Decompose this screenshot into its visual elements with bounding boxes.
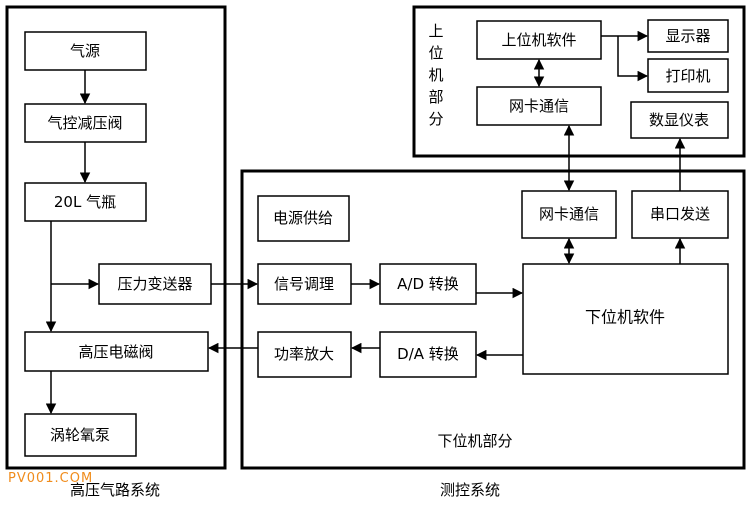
lower-nic-label: 网卡通信 [539, 205, 599, 223]
lower-nic-box [521, 190, 617, 239]
svg-text:位: 位 [428, 44, 443, 62]
power-supply-box [257, 195, 350, 242]
printer-box [647, 58, 729, 93]
turbo-pump-box [24, 413, 137, 457]
upper-software-label: 上位机软件 [501, 31, 576, 49]
watermark: PV001.COM [8, 471, 93, 486]
upper-nic-box [476, 86, 602, 126]
control-system-caption: 测控系统 [440, 481, 500, 499]
display-label: 显示器 [665, 27, 710, 45]
serial-send-label: 串口发送 [650, 205, 710, 223]
upper-part-label: 上 位 机 部 分 [428, 22, 443, 128]
lower-part-label: 下位机部分 [437, 432, 512, 450]
upper-nic-label: 网卡通信 [509, 97, 569, 115]
digital-meter-box [630, 101, 729, 139]
pressure-transmitter-label: 压力变送器 [117, 275, 192, 293]
svg-text:上: 上 [428, 22, 443, 40]
hp-gas-system-frame [5, 5, 227, 470]
da-converter-label: D/A 转换 [397, 345, 459, 363]
svg-text:分: 分 [428, 110, 443, 128]
power-amplifier-label: 功率放大 [274, 345, 334, 363]
turbo-pump-label: 涡轮氧泵 [50, 426, 110, 444]
cylinder-label: 20L 气瓶 [54, 193, 116, 211]
gas-source-box [24, 31, 147, 71]
power-amplifier-box [257, 331, 352, 378]
display-box [647, 19, 729, 53]
ad-converter-label: A/D 转换 [397, 275, 459, 293]
printer-label: 打印机 [665, 67, 710, 85]
power-supply-label: 电源供给 [273, 209, 333, 227]
hp-gas-system-caption: 高压气路系统 [70, 481, 160, 499]
svg-text:部: 部 [428, 88, 443, 106]
cylinder-box [24, 182, 147, 222]
hp-solenoid-box [24, 331, 209, 372]
ad-converter-box [379, 263, 477, 305]
pressure-transmitter-box [98, 263, 212, 305]
gas-source-label: 气源 [70, 42, 100, 60]
pneumatic-valve-label: 气控减压阀 [47, 114, 122, 132]
lower-software-box [522, 263, 729, 375]
svg-text:机: 机 [428, 66, 443, 84]
lower-software-label: 下位机软件 [585, 308, 665, 327]
upper-software-box [476, 20, 602, 60]
signal-conditioning-label: 信号调理 [274, 275, 334, 293]
connectors [45, 30, 686, 415]
control-system-frame [240, 169, 746, 470]
digital-meter-label: 数显仪表 [649, 111, 709, 129]
hp-solenoid-label: 高压电磁阀 [78, 343, 153, 361]
serial-send-box [631, 190, 729, 239]
upper-part-frame [412, 5, 746, 158]
